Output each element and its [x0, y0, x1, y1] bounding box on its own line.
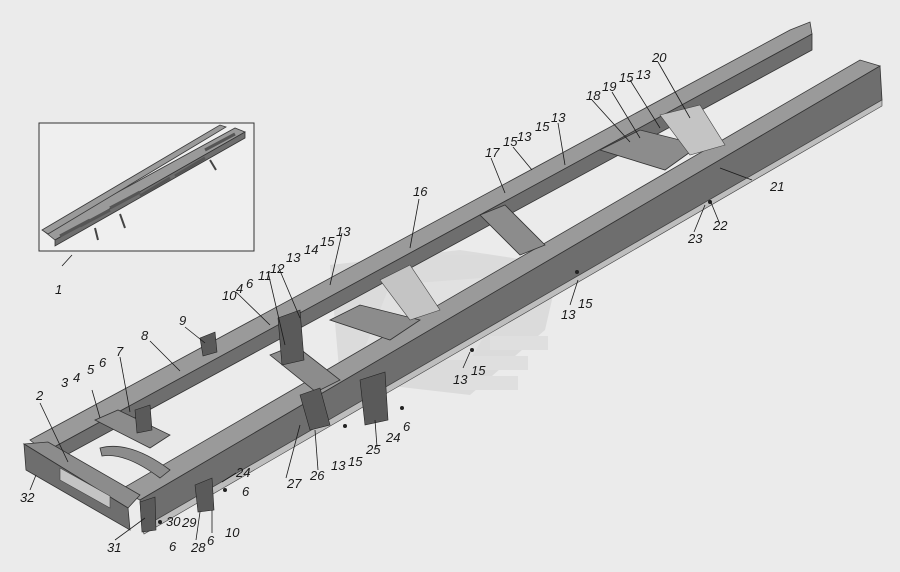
callout-6: 6 — [246, 276, 254, 291]
callout-16: 16 — [413, 184, 428, 199]
callout-13: 13 — [331, 458, 346, 473]
mounting-brackets — [134, 200, 712, 533]
leader-lines — [29, 61, 753, 541]
callout-2: 2 — [35, 388, 44, 403]
front-end-crossmember — [22, 441, 141, 531]
callout-15: 15 — [619, 70, 634, 85]
callout-8: 8 — [141, 328, 149, 343]
callout-4: 4 — [236, 281, 243, 296]
callout-24: 24 — [235, 465, 250, 480]
callout-29: 29 — [181, 515, 196, 530]
callout-15: 15 — [320, 234, 335, 249]
callout-6: 6 — [403, 419, 411, 434]
callout-23: 23 — [687, 231, 703, 246]
callout-13: 13 — [561, 307, 576, 322]
callout-21: 21 — [769, 179, 784, 194]
callout-18: 18 — [586, 88, 601, 103]
callout-19: 19 — [602, 79, 616, 94]
callout-15: 15 — [535, 119, 550, 134]
callout-20: 20 — [651, 50, 667, 65]
callout-9: 9 — [179, 313, 186, 328]
callout-labels: 1 2 3 4 5 6 7 8 9 10 4 6 11 12 13 14 15 … — [20, 50, 784, 555]
callout-12: 12 — [270, 261, 285, 276]
callout-5: 5 — [87, 362, 95, 377]
callout-13: 13 — [286, 250, 301, 265]
callout-27: 27 — [286, 476, 302, 491]
callout-24: 24 — [385, 430, 400, 445]
callout-13: 13 — [453, 372, 468, 387]
callout-6: 6 — [99, 355, 107, 370]
callout-10: 10 — [222, 288, 237, 303]
callout-11: 11 — [258, 268, 272, 283]
callout-25: 25 — [365, 442, 381, 457]
inset-overview — [38, 122, 255, 252]
callout-13: 13 — [517, 129, 532, 144]
crossmembers — [94, 104, 726, 479]
callout-3: 3 — [61, 375, 69, 390]
callout-13: 13 — [636, 67, 651, 82]
callout-15: 15 — [578, 296, 593, 311]
callout-6: 6 — [207, 533, 215, 548]
callout-7: 7 — [116, 344, 124, 359]
callout-17: 17 — [485, 145, 500, 160]
callout-31: 31 — [107, 540, 121, 555]
callout-6: 6 — [169, 539, 177, 554]
callout-22: 22 — [712, 218, 728, 233]
callout-28: 28 — [190, 540, 206, 555]
callout-4: 4 — [73, 370, 80, 385]
callout-13: 13 — [551, 110, 566, 125]
callout-30: 30 — [166, 514, 181, 529]
callout-15: 15 — [503, 134, 518, 149]
callout-14: 14 — [304, 242, 318, 257]
callout-15: 15 — [471, 363, 486, 378]
callout-6: 6 — [242, 484, 250, 499]
callout-32: 32 — [20, 490, 35, 505]
callout-13: 13 — [336, 224, 351, 239]
callout-1: 1 — [55, 282, 62, 297]
callout-10: 10 — [225, 525, 240, 540]
callout-26: 26 — [309, 468, 325, 483]
callout-15: 15 — [348, 454, 363, 469]
